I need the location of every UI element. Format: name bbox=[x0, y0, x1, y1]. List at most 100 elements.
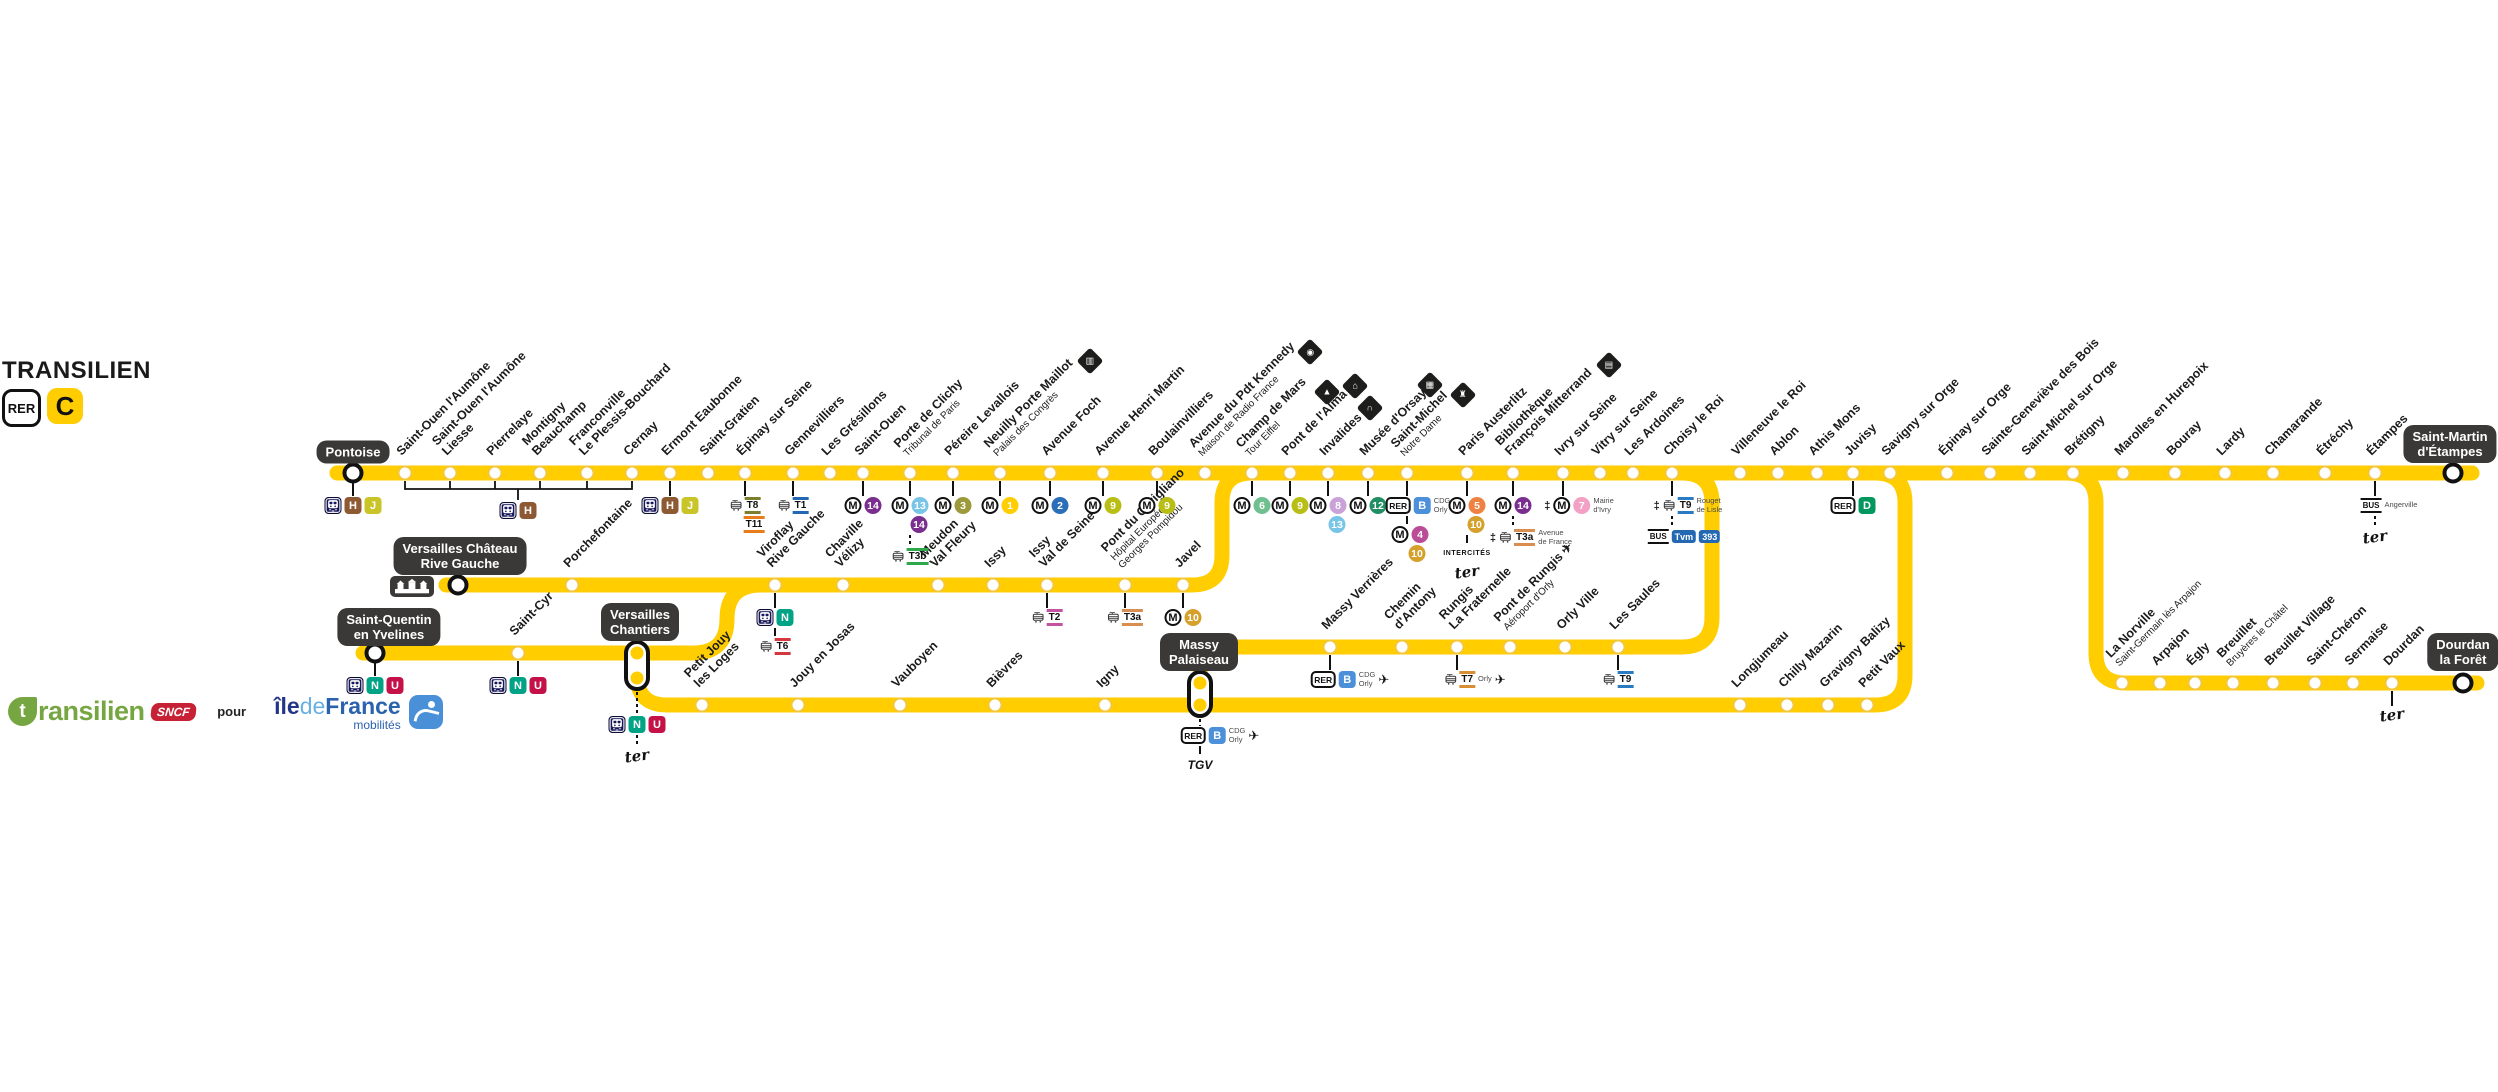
metro-line-badge-10: 10 bbox=[1184, 609, 1202, 626]
connector-line bbox=[1199, 719, 1201, 726]
interchange-dot bbox=[1193, 698, 1207, 712]
metro-line-badge-1: 1 bbox=[1001, 497, 1019, 514]
connector-line bbox=[1852, 481, 1854, 496]
connector-line bbox=[1289, 481, 1291, 496]
interchange-dot bbox=[630, 646, 644, 660]
connector-line bbox=[2374, 481, 2376, 496]
station-dot bbox=[1459, 465, 1475, 481]
metro-icon: M bbox=[1494, 497, 1512, 514]
station-dot bbox=[2367, 465, 2383, 481]
metro-line-badge-10: 10 bbox=[1467, 516, 1485, 533]
station-dot bbox=[2265, 675, 2281, 691]
metro-line-badge-3: 3 bbox=[954, 497, 972, 514]
tram-badge-T9: T9 bbox=[1603, 671, 1634, 688]
station-dot bbox=[662, 465, 678, 481]
connector-line bbox=[352, 481, 354, 496]
line-badge-B: B bbox=[1338, 671, 1356, 688]
station-dot bbox=[624, 465, 640, 481]
tram-icon bbox=[1663, 497, 1676, 514]
station-dot bbox=[1859, 697, 1875, 713]
station-dot bbox=[1502, 639, 1518, 655]
connector-line bbox=[999, 481, 1001, 496]
line-badge-U: U bbox=[386, 677, 404, 694]
connection-row: T6 bbox=[760, 638, 791, 655]
line-badge-J: J bbox=[364, 497, 382, 514]
connector-line bbox=[669, 481, 671, 496]
station-dot bbox=[1664, 465, 1680, 481]
connector-line bbox=[1046, 593, 1048, 608]
station-dot bbox=[1982, 465, 1998, 481]
metro-icon: M bbox=[844, 497, 862, 514]
metro-icon: M bbox=[1553, 497, 1571, 514]
connection-row: T3a bbox=[1107, 609, 1144, 626]
bus-icon: BUS bbox=[2360, 498, 2382, 513]
metro-line-badge-2: 2 bbox=[1051, 497, 1069, 514]
station-dot bbox=[2217, 465, 2233, 481]
line-badge-N: N bbox=[366, 677, 384, 694]
metro-line-badge-14: 14 bbox=[864, 497, 882, 514]
tram-icon bbox=[1499, 529, 1512, 546]
station-dot bbox=[1939, 465, 1955, 481]
connector-line bbox=[1617, 655, 1619, 670]
station-dot bbox=[992, 465, 1008, 481]
connector-line bbox=[1049, 481, 1051, 496]
line-badge-N: N bbox=[509, 677, 527, 694]
connector-line bbox=[2391, 691, 2393, 706]
metro-icon: M bbox=[1448, 497, 1466, 514]
metro-icon: M bbox=[1084, 497, 1102, 514]
footer-pour-label: pour bbox=[217, 704, 247, 719]
connector-line bbox=[1182, 593, 1184, 608]
station-dot bbox=[510, 645, 526, 661]
station-dot bbox=[1042, 465, 1058, 481]
station-dot bbox=[1322, 639, 1338, 655]
connector-line bbox=[1671, 481, 1673, 496]
connector-line bbox=[1124, 593, 1126, 608]
station-dot bbox=[1809, 465, 1825, 481]
metro-icon: M bbox=[934, 497, 952, 514]
tram-number: T1 bbox=[792, 497, 809, 514]
connector-line bbox=[774, 628, 776, 636]
connector-line bbox=[1156, 481, 1158, 496]
station-dot bbox=[2225, 675, 2241, 691]
station-dot bbox=[1149, 465, 1165, 481]
terminus-plate: Pontoise bbox=[316, 440, 390, 464]
station-dot bbox=[2114, 675, 2130, 691]
station-dot bbox=[1610, 639, 1626, 655]
station-dot bbox=[532, 465, 548, 481]
connector-line bbox=[1199, 746, 1201, 754]
rer-box-icon: RER bbox=[1180, 727, 1206, 744]
tram-badge-T8: T8 bbox=[730, 497, 761, 514]
station-dot bbox=[2152, 675, 2168, 691]
connection-row: T2 bbox=[1032, 609, 1063, 626]
station-dot bbox=[397, 465, 413, 481]
station-dot bbox=[1097, 697, 1113, 713]
metro-line-badge-12: 12 bbox=[1369, 497, 1387, 514]
connection-row: H bbox=[499, 502, 537, 519]
connection-row: T3b bbox=[892, 548, 929, 565]
connection-row: N bbox=[756, 609, 794, 626]
metro-line-badge-5: 5 bbox=[1468, 497, 1486, 514]
transilien-train-icon bbox=[641, 497, 659, 514]
connector-line bbox=[774, 593, 776, 608]
metro-line-badge-6: 6 bbox=[1253, 497, 1271, 514]
ter-logo: ter bbox=[2378, 704, 2406, 726]
station-dot bbox=[1505, 465, 1521, 481]
station-dot bbox=[987, 697, 1003, 713]
